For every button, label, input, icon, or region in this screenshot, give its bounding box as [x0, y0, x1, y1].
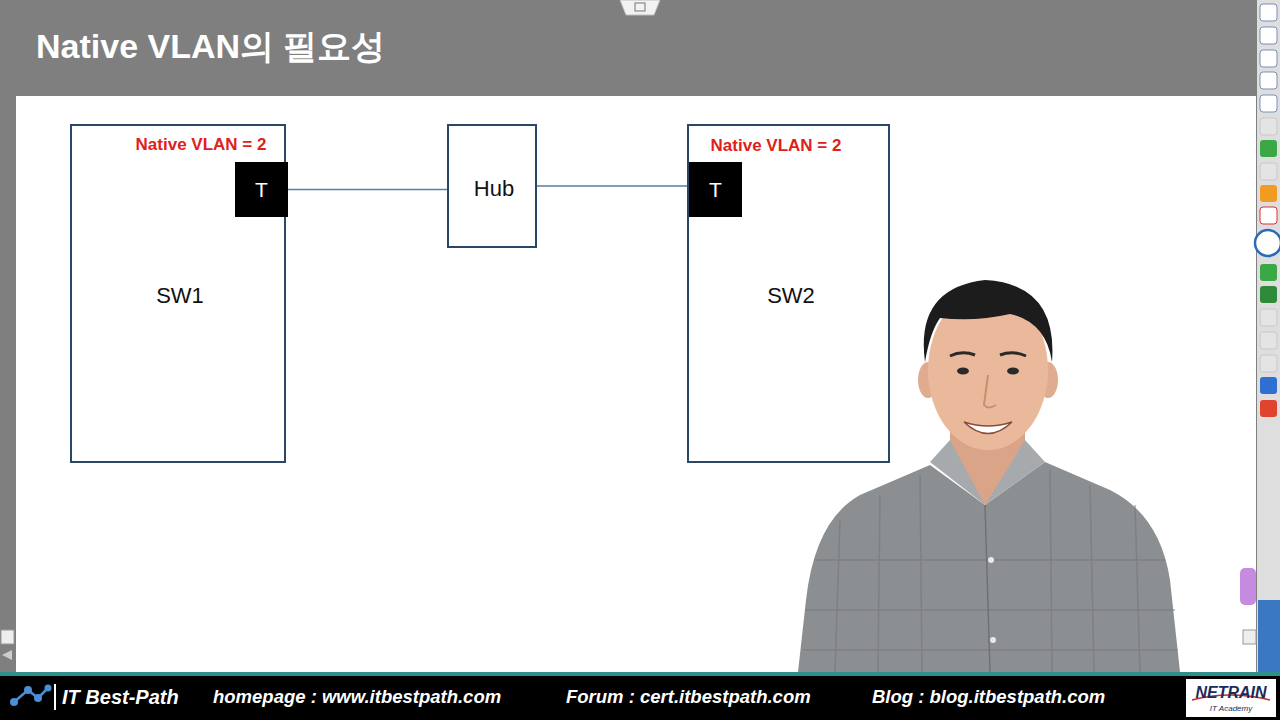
toolbar — [1260, 400, 1277, 417]
side-tab — [1240, 568, 1256, 605]
port-mode: T — [709, 177, 722, 201]
toolbar — [1260, 286, 1277, 303]
link-line — [537, 185, 689, 187]
logo-box — [1186, 679, 1276, 717]
native-vlan-label: Native VLAN = 2 — [136, 135, 267, 155]
presenter-figure — [950, 353, 1026, 356]
presenter-figure — [984, 375, 996, 408]
presenter-figure — [957, 368, 969, 375]
switch-name: SW2 — [767, 283, 815, 308]
trunk-port: T — [235, 162, 288, 217]
toolbar — [1260, 140, 1277, 157]
presenter-figure — [924, 280, 1053, 362]
hub-name: Hub — [474, 176, 514, 201]
toolbar — [1257, 0, 1280, 672]
native-vlan-label: Native VLAN = 2 — [711, 136, 842, 156]
homepage-link: homepage : www.itbestpath.com — [213, 686, 501, 707]
presenter-figure — [988, 557, 994, 563]
footer-icon — [10, 684, 56, 710]
canvas-area — [16, 96, 1256, 672]
forum-link: Forum : cert.itbestpath.com — [566, 686, 811, 707]
edge-icons — [1243, 630, 1256, 644]
toolbar — [1260, 264, 1277, 281]
toolbar — [1260, 72, 1277, 89]
port-mode: T — [255, 177, 268, 201]
toolbar — [1260, 332, 1277, 349]
toolbar — [1260, 377, 1277, 394]
toolbar — [1260, 4, 1277, 21]
edge-icons — [1, 630, 14, 644]
logo-box — [1186, 679, 1276, 717]
footer-icon — [54, 684, 56, 710]
switch-name: SW1 — [156, 283, 204, 308]
toolbar — [1255, 0, 1280, 672]
footer-icon — [45, 685, 52, 692]
presenter-figure — [985, 440, 1045, 505]
toolbar — [1260, 27, 1277, 44]
toolbar — [1260, 207, 1277, 224]
presenter-figure — [1007, 368, 1019, 375]
toolbar — [1260, 309, 1277, 326]
presenter-figure — [964, 422, 1012, 434]
hub-box: Hub — [447, 124, 537, 248]
logo-text: NETRAIN — [1195, 684, 1266, 702]
slide-title: Native VLAN의 필요성 — [36, 27, 386, 66]
footer-bar — [0, 672, 1280, 720]
toolbar — [1260, 185, 1277, 202]
toolbar — [1260, 50, 1277, 67]
edge-icons — [2, 650, 12, 660]
canvas-area — [16, 96, 1256, 672]
toolbar — [1260, 163, 1277, 180]
presenter-figure — [990, 637, 996, 643]
presenter-figure — [930, 440, 985, 505]
footer-bar — [0, 672, 1280, 676]
footer-icon — [34, 694, 42, 702]
switch-box: Native VLAN = 2 SW2 T — [687, 124, 890, 463]
top-tab — [635, 3, 645, 11]
toolbar — [1255, 230, 1280, 256]
top-tab — [620, 0, 660, 15]
logo-subtext: IT Academy — [1210, 704, 1252, 713]
blog-link: Blog : blog.itbestpath.com — [872, 686, 1105, 707]
side-tab — [1240, 568, 1256, 605]
brand-name: IT Best-Path — [62, 686, 179, 709]
trunk-port: T — [689, 162, 742, 217]
toolbar — [1260, 118, 1277, 135]
link-line — [288, 189, 447, 191]
toolbar — [1260, 355, 1277, 372]
toolbar — [1258, 600, 1280, 672]
footer-icon — [10, 698, 18, 706]
top-tab — [620, 0, 660, 15]
footer-icon — [24, 686, 32, 694]
presenter-figure — [985, 505, 990, 672]
toolbar — [1260, 95, 1277, 112]
switch-box: Native VLAN = 2 SW1 T — [70, 124, 286, 463]
footer-bar — [0, 676, 1280, 720]
